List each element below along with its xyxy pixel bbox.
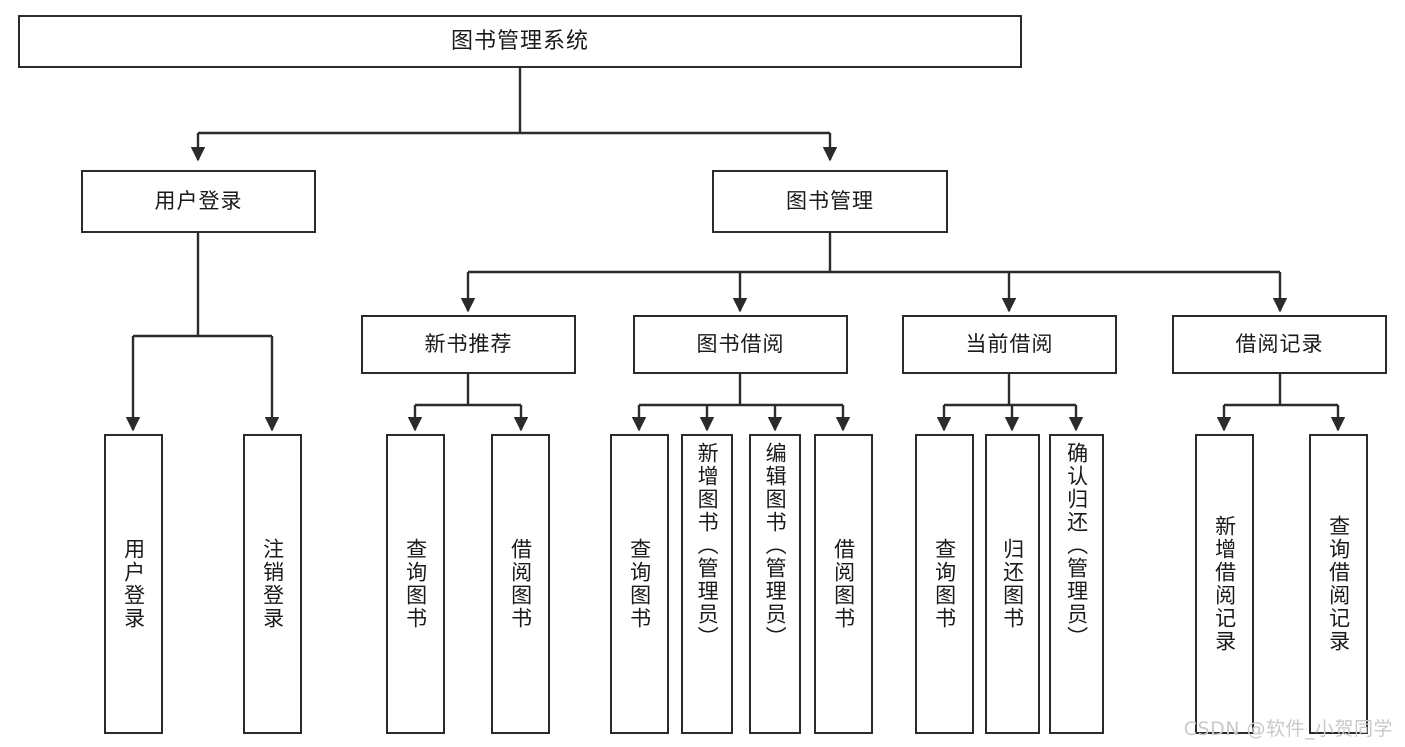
node-leaf-return-book-label: 归还图书 <box>1000 538 1025 630</box>
node-leaf-add-record-label: 新增借阅记录 <box>1212 515 1237 653</box>
node-user-login[interactable]: 用户登录 <box>81 170 316 233</box>
node-book-borrow-label: 图书借阅 <box>696 332 785 357</box>
node-leaf-confirm-return-label: 确认归还（管理员） <box>1064 442 1089 649</box>
node-user-login-label: 用户登录 <box>154 189 243 214</box>
node-book-manage-label: 图书管理 <box>786 189 874 214</box>
node-leaf-borrow-book-2[interactable]: 借阅图书 <box>814 434 873 734</box>
node-book-manage[interactable]: 图书管理 <box>712 170 948 233</box>
node-new-book-rec[interactable]: 新书推荐 <box>361 315 576 374</box>
node-leaf-borrow-book-1[interactable]: 借阅图书 <box>491 434 550 734</box>
node-leaf-add-record[interactable]: 新增借阅记录 <box>1195 434 1254 734</box>
node-leaf-borrow-book-1-label: 借阅图书 <box>508 538 533 630</box>
node-leaf-query-book-1[interactable]: 查询图书 <box>386 434 445 734</box>
node-current-borrow[interactable]: 当前借阅 <box>902 315 1117 374</box>
node-borrow-record[interactable]: 借阅记录 <box>1172 315 1387 374</box>
node-root[interactable]: 图书管理系统 <box>18 15 1022 68</box>
watermark-text: CSDN @软件_小贺同学 <box>1183 718 1393 740</box>
node-leaf-add-book-label: 新增图书（管理员） <box>695 442 720 649</box>
node-leaf-query-book-2[interactable]: 查询图书 <box>610 434 669 734</box>
node-leaf-query-book-3[interactable]: 查询图书 <box>915 434 974 734</box>
node-book-borrow[interactable]: 图书借阅 <box>633 315 848 374</box>
node-leaf-query-book-1-label: 查询图书 <box>403 538 428 630</box>
node-leaf-query-book-3-label: 查询图书 <box>932 538 957 630</box>
node-leaf-query-record-label: 查询借阅记录 <box>1326 515 1351 653</box>
node-current-borrow-label: 当前借阅 <box>965 332 1054 357</box>
node-leaf-edit-book-label: 编辑图书（管理员） <box>763 442 788 649</box>
node-leaf-logout-label: 注销登录 <box>260 538 285 630</box>
node-leaf-logout[interactable]: 注销登录 <box>243 434 302 734</box>
node-new-book-rec-label: 新书推荐 <box>424 332 513 357</box>
node-leaf-user-login-label: 用户登录 <box>121 538 146 630</box>
node-leaf-edit-book[interactable]: 编辑图书（管理员） <box>749 434 801 734</box>
node-leaf-confirm-return[interactable]: 确认归还（管理员） <box>1049 434 1104 734</box>
node-leaf-query-record[interactable]: 查询借阅记录 <box>1309 434 1368 734</box>
node-leaf-borrow-book-2-label: 借阅图书 <box>831 538 856 630</box>
node-root-label: 图书管理系统 <box>450 28 589 54</box>
node-leaf-query-book-2-label: 查询图书 <box>627 538 652 630</box>
node-borrow-record-label: 借阅记录 <box>1235 332 1324 357</box>
node-leaf-return-book[interactable]: 归还图书 <box>985 434 1040 734</box>
node-leaf-add-book[interactable]: 新增图书（管理员） <box>681 434 733 734</box>
node-leaf-user-login[interactable]: 用户登录 <box>104 434 163 734</box>
